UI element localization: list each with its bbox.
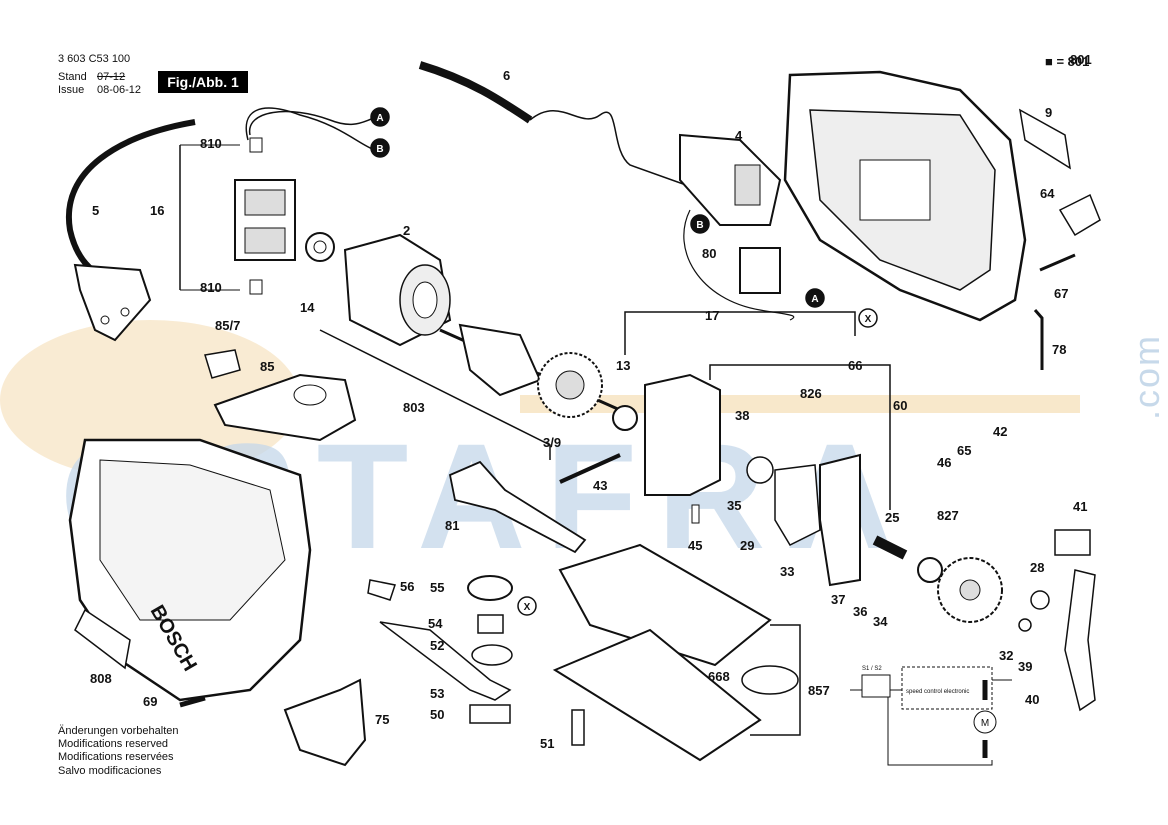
part-label-9: 9 (1045, 105, 1052, 120)
part-label-803: 803 (403, 400, 425, 415)
legend-801: ■ = 801 (1045, 54, 1090, 69)
electronic-module (679, 133, 782, 226)
switch-assembly (234, 107, 376, 295)
part-label-25: 25 (885, 510, 899, 525)
part-label-85-7: 85/7 (215, 318, 240, 333)
part-label-668: 668 (708, 669, 730, 684)
plug-icon (73, 263, 152, 342)
part-label-14: 14 (300, 300, 315, 315)
part-label-56: 56 (400, 579, 414, 594)
part-label-65: 65 (957, 443, 971, 458)
part-label-801: 801 (1070, 52, 1092, 67)
part-label-64: 64 (1040, 186, 1055, 201)
svg-text:speed control electronic: speed control electronic (906, 689, 969, 695)
part-label-826: 826 (800, 386, 822, 401)
part-label-42: 42 (993, 424, 1007, 439)
part-label-67: 67 (1054, 286, 1068, 301)
part-label-32: 32 (999, 648, 1013, 663)
part-label-16: 16 (150, 203, 164, 218)
part-label-29: 29 (740, 538, 754, 553)
connector-x-badge (858, 308, 878, 328)
part-label-46: 46 (937, 455, 951, 470)
housing-half (783, 70, 1027, 322)
connector-b-label: B (696, 220, 703, 231)
part-label-45: 45 (688, 538, 702, 553)
part-label-810: 810 (200, 136, 222, 151)
part-label-37: 37 (831, 592, 845, 607)
part-label-43: 43 (593, 478, 607, 493)
wiring-diagram: speed control electronic S1 / S2 M (850, 666, 1012, 766)
part-label-5: 5 (92, 203, 99, 218)
stand-value: 07-12 (97, 71, 126, 83)
figure-label: Fig./Abb. 1 (158, 71, 248, 93)
gear-housing (644, 373, 721, 496)
part-label-60: 60 (893, 398, 907, 413)
connector-b-label: B (376, 144, 383, 155)
connector-a-label: A (376, 113, 383, 124)
watermark-domain: .com (1126, 333, 1167, 420)
part-label-78: 78 (1052, 342, 1066, 357)
connector-x-badge (517, 596, 537, 616)
footer-line: Modifications reserved (58, 738, 169, 751)
part-label-2: 2 (403, 223, 410, 238)
part-label-3-9: 3/9 (543, 435, 561, 450)
part-label-69: 69 (143, 694, 157, 709)
issue-value: 08-06-12 (97, 84, 142, 96)
connector-x-label: X (865, 314, 872, 325)
footer-notes: Änderungen vorbehalten Modifications res… (58, 725, 178, 778)
issue-label: Issue (58, 84, 85, 96)
part-label-66: 66 (848, 358, 862, 373)
part-label-28: 28 (1030, 560, 1044, 575)
main-housing: BOSCH (68, 438, 312, 702)
part-label-857: 857 (808, 683, 830, 698)
part-label-38: 38 (735, 408, 749, 423)
part-label-81: 81 (445, 518, 459, 533)
part-label-13: 13 (616, 358, 630, 373)
part-label-35: 35 (727, 498, 741, 513)
part-label-17: 17 (705, 308, 719, 323)
footer-line: Änderungen vorbehalten (58, 725, 179, 737)
connector-a-badge (370, 107, 390, 127)
part-label-34: 34 (873, 614, 888, 629)
svg-text:S1 / S2: S1 / S2 (862, 666, 882, 672)
connector-b-badge (370, 138, 390, 158)
power-cable (65, 119, 196, 288)
stand-label: Stand (58, 71, 87, 83)
part-label-41: 41 (1073, 499, 1087, 514)
part-label-51: 51 (540, 736, 554, 751)
field-coil (343, 233, 452, 347)
connector-b-badge (690, 214, 710, 234)
connector-a-label: A (811, 294, 818, 305)
part-number: 3 603 C53 100 (58, 53, 131, 65)
part-label-55: 55 (430, 580, 444, 595)
svg-text:M: M (981, 718, 989, 729)
part-label-808: 808 (90, 671, 112, 686)
part-label-827: 827 (937, 508, 959, 523)
part-label-53: 53 (430, 686, 444, 701)
part-label-85: 85 (260, 359, 274, 374)
part-label-33: 33 (780, 564, 794, 579)
part-label-52: 52 (430, 638, 444, 653)
armature (439, 323, 621, 418)
part-label-40: 40 (1025, 692, 1039, 707)
part-label-75: 75 (375, 712, 389, 727)
part-label-39: 39 (1018, 659, 1032, 674)
part-label-36: 36 (853, 604, 867, 619)
connector-a-badge (805, 288, 825, 308)
part-label-80: 80 (702, 246, 716, 261)
part-label-54: 54 (428, 616, 443, 631)
part-label-810: 810 (200, 280, 222, 295)
part-label-6: 6 (503, 68, 510, 83)
footer-line: Salvo modificaciones (58, 764, 162, 777)
capacitor (739, 247, 781, 294)
part-label-50: 50 (430, 707, 444, 722)
part-label-4: 4 (735, 128, 743, 143)
connector-x-label: X (524, 602, 531, 613)
footer-line: Modifications reservées (58, 751, 174, 764)
